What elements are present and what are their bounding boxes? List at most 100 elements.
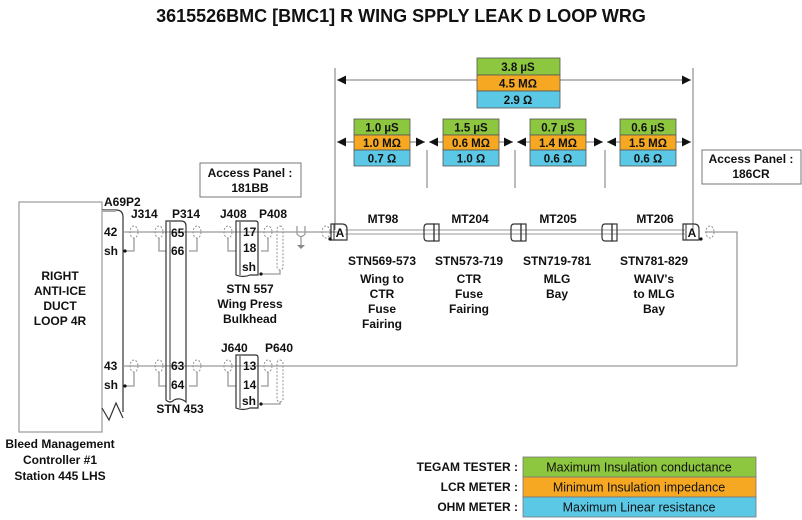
harness-label: MT98 (368, 212, 399, 226)
station-label: STN 557 (226, 282, 274, 296)
controller-caption: Station 445 LHS (14, 469, 105, 483)
segment-impedance: 1.0 MΩ (363, 138, 401, 150)
access-panel-181bb: Access Panel : 181BB (199, 162, 302, 198)
segment-resistance: 0.6 Ω (634, 154, 662, 166)
legend-meaning: Maximum Linear resistance (563, 501, 716, 515)
station-label: STN 453 (156, 402, 204, 416)
shield-group-bottom (123, 359, 284, 406)
total-impedance: 4.5 MΩ (499, 79, 537, 91)
connector-label: J314 (131, 207, 158, 221)
pin-label: 13 (243, 359, 257, 373)
segment-measurement-box: 1.0 µS1.0 MΩ0.7 Ω (353, 118, 411, 167)
location-label: Fuse (455, 287, 483, 301)
pin-label: 64 (171, 378, 185, 392)
segment-impedance: 1.4 MΩ (539, 138, 577, 150)
splice-a-right: A (682, 223, 715, 241)
location-label: to MLG (633, 287, 674, 301)
total-resistance: 2.9 Ω (504, 95, 532, 107)
resistance-cell (476, 90, 561, 109)
legend-instrument: OHM METER : (437, 500, 518, 514)
segment-measurement-box: 1.5 µS0.6 MΩ1.0 Ω (442, 118, 500, 167)
diagram-title: 3615526BMC [BMC1] R WING SPPLY LEAK D LO… (156, 6, 646, 26)
segment-conductance: 0.7 µS (541, 123, 575, 135)
location-label: Fairing (449, 302, 489, 316)
pin-label: 17 (243, 225, 257, 239)
connector-label: A69P2 (104, 195, 141, 209)
resistance-cell (353, 149, 411, 167)
connector-a69p2: A69P2 42 sh 43 sh (101, 195, 141, 422)
connector-label: P640 (265, 341, 293, 355)
controller-box: RIGHT ANTI-ICE DUCT LOOP 4R Bleed Manage… (5, 201, 115, 483)
access-panel-186cr: Access Panel : 186CR (701, 149, 802, 185)
access-panel-id: 181BB (231, 181, 269, 195)
segment-resistance: 1.0 Ω (457, 154, 485, 166)
resistance-cell (529, 149, 587, 167)
legend-instrument: TEGAM TESTER : (417, 460, 518, 474)
access-panel-id: 186CR (732, 167, 770, 181)
station-range: STN573-719 (435, 254, 503, 268)
connector-label: P408 (259, 207, 287, 221)
pin-label: 18 (243, 241, 257, 255)
location-label: Bay (546, 287, 568, 301)
controller-label: DUCT (43, 299, 77, 313)
location-label: CTR (457, 272, 482, 286)
controller-label: RIGHT (41, 269, 79, 283)
station-range: STN781-829 (620, 254, 688, 268)
controller-label: ANTI-ICE (34, 284, 86, 298)
legend: TEGAM TESTER : Maximum Insulation conduct… (417, 456, 757, 518)
splice-label: A (336, 226, 345, 240)
connector-j640-p640: J640 P640 13 14 sh (221, 341, 293, 411)
resistance-cell (442, 149, 500, 167)
segment-resistance: 0.7 Ω (368, 154, 396, 166)
access-panel-label: Access Panel : (208, 166, 293, 180)
pin-label: 42 (104, 225, 118, 239)
legend-instrument: LCR METER : (441, 480, 518, 494)
segment-conductance: 0.6 µS (631, 123, 665, 135)
station-label: Bulkhead (223, 312, 277, 326)
pin-label: 63 (171, 359, 185, 373)
pin-label: 66 (171, 244, 185, 258)
inline-connector (423, 223, 440, 242)
controller-label: LOOP 4R (34, 314, 87, 328)
station-label: Wing Press (217, 297, 283, 311)
splice-a-left: A (328, 223, 348, 241)
location-label: Fuse (368, 302, 396, 316)
legend-meaning: Maximum Insulation conductance (546, 461, 732, 475)
shield-group-top (123, 225, 331, 276)
segment-conductance: 1.5 µS (454, 123, 488, 135)
harness-label: MT206 (636, 212, 674, 226)
pin-label: sh (242, 394, 256, 408)
splice-label: A (688, 226, 697, 240)
pin-label: 43 (104, 359, 118, 373)
controller-caption: Bleed Management (5, 437, 114, 451)
segment-resistance: 0.6 Ω (544, 154, 572, 166)
total-conductance: 3.8 µS (501, 62, 535, 74)
access-panel-label: Access Panel : (709, 152, 794, 166)
station-range: STN569-573 (348, 254, 416, 268)
connector-label: J408 (220, 207, 247, 221)
total-measurement-box: 3.8 µS 4.5 MΩ 2.9 Ω (476, 57, 561, 109)
legend-swatch (522, 496, 757, 518)
segment-impedance: 1.5 MΩ (629, 138, 667, 150)
station-range: STN719-781 (523, 254, 591, 268)
segment-measurement-box: 0.7 µS 1.4 MΩ 0.6 Ω (529, 118, 587, 167)
pin-label: 14 (243, 378, 257, 392)
connector-j408-p408: J408 P408 17 18 sh STN 557 Wing Press Bu… (217, 207, 287, 326)
harness-label: MT204 (451, 212, 489, 226)
location-label: CTR (370, 287, 395, 301)
legend-meaning: Minimum Insulation impedance (553, 481, 725, 495)
harness-label: MT205 (539, 212, 577, 226)
controller-caption: Controller #1 (23, 453, 97, 467)
connector-label: P314 (172, 207, 200, 221)
location-label: Fairing (362, 317, 402, 331)
pin-label: sh (104, 244, 118, 258)
pin-label: sh (104, 378, 118, 392)
connector-j314-p314: J314 P314 65 66 63 64 STN 453 (131, 207, 204, 416)
resistance-cell (619, 149, 677, 167)
location-label: Bay (643, 302, 665, 316)
inline-connector (601, 223, 618, 242)
pin-label: sh (242, 260, 256, 274)
connector-label: J640 (221, 341, 248, 355)
